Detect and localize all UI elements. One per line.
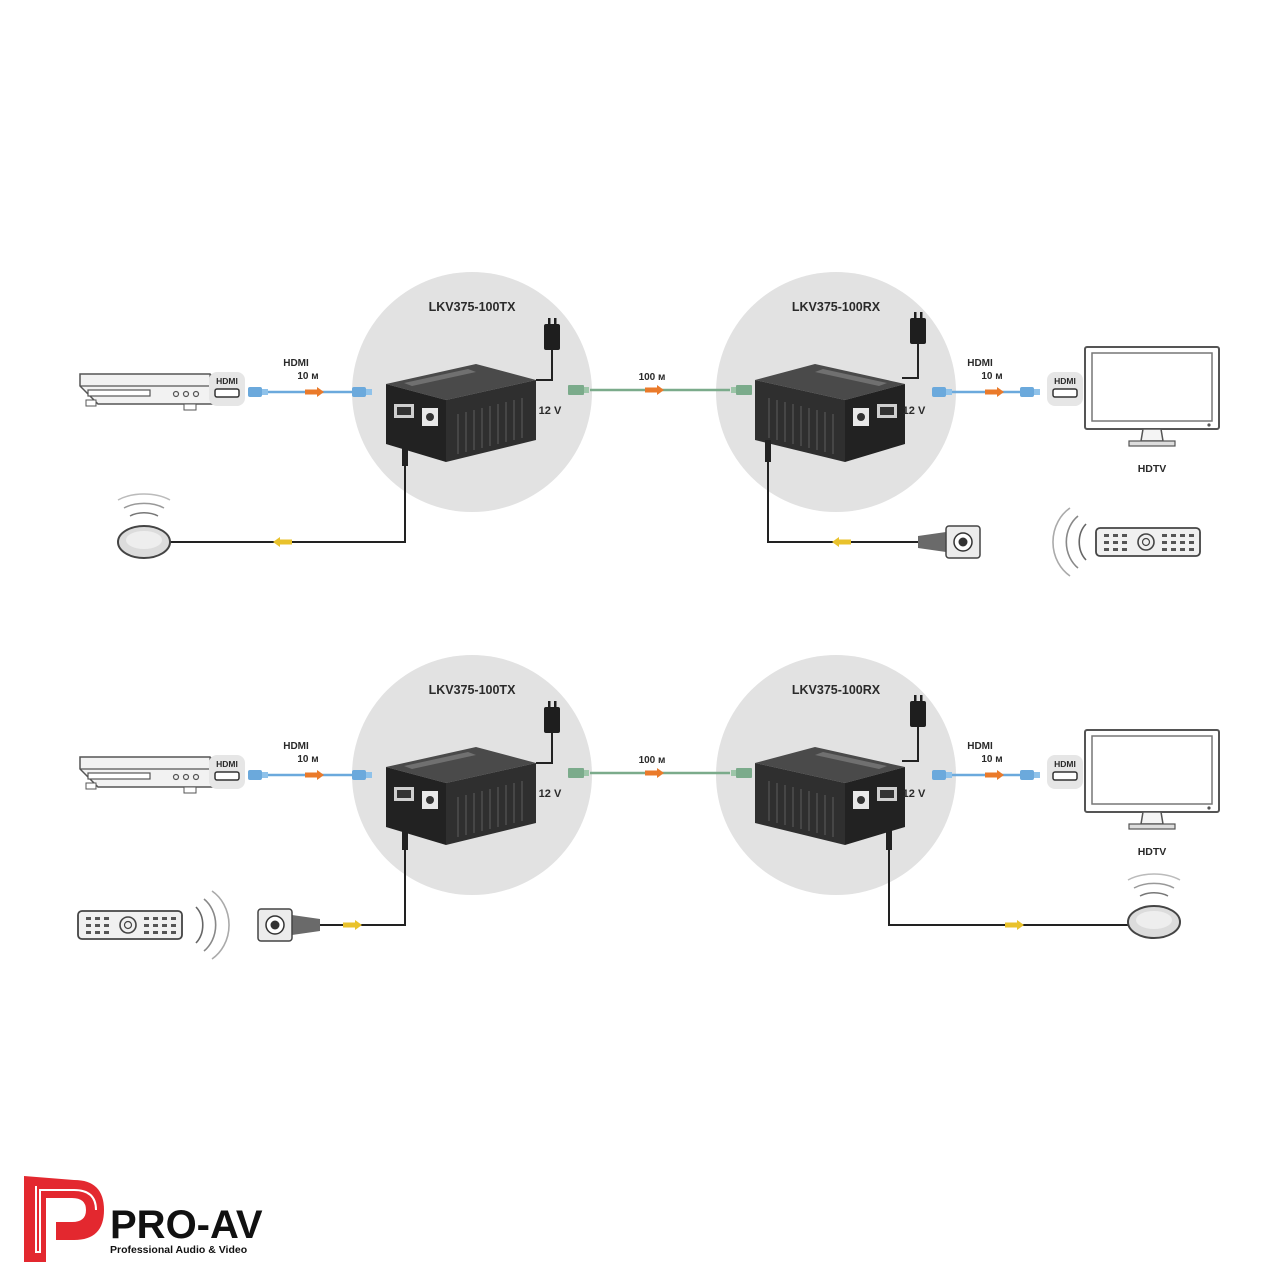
remote-control-icon xyxy=(77,910,183,940)
cat-cable xyxy=(568,768,752,778)
source-device-icon xyxy=(79,373,229,411)
signal-arrow xyxy=(305,770,324,780)
signal-arrow xyxy=(985,387,1004,397)
hdmi-cable-right xyxy=(932,770,1040,780)
hdtv-icon xyxy=(1084,346,1220,447)
sink-hdmi-port: HDMI xyxy=(1046,754,1084,790)
hdmi-cable-length: 10 м xyxy=(297,754,318,765)
rx-power-label: 12 V xyxy=(903,788,926,800)
rx-model-label: LKV375-100RX xyxy=(792,683,881,697)
source-port-label: HDMI xyxy=(216,759,238,769)
hdmi-cable-right xyxy=(932,387,1040,397)
row-2: HDMI HDMI 10 м LKV375-100TX 12 V 100 м L… xyxy=(77,655,1220,960)
power-cable xyxy=(902,344,919,379)
source-port-label: HDMI xyxy=(216,376,238,386)
tx-power-label: 12 V xyxy=(539,788,562,800)
sink-port-label: HDMI xyxy=(1054,759,1076,769)
link-length-label: 100 м xyxy=(639,755,666,766)
brand-name: PRO-AV xyxy=(110,1203,263,1247)
ir-signal-arrow xyxy=(832,537,851,547)
source-device-icon xyxy=(79,756,229,794)
tx-model-label: LKV375-100TX xyxy=(429,683,517,697)
brand-logo-mark xyxy=(24,1176,104,1262)
ir-signal-arrow xyxy=(343,920,362,930)
brand-tagline: Professional Audio & Video xyxy=(110,1244,247,1256)
signal-arrow xyxy=(305,387,324,397)
tx-model-label: LKV375-100TX xyxy=(429,300,517,314)
ir-cable-rx xyxy=(888,830,1130,926)
row-1: HDMI HDMI 10 м LKV375-100TX 12 V 100 м L… xyxy=(79,272,1220,577)
cat-cable xyxy=(568,385,752,395)
ir-cable-tx xyxy=(170,450,406,543)
tx-power-label: 12 V xyxy=(539,405,562,417)
brand-logo: PRO-AV Professional Audio & Video xyxy=(24,1176,263,1262)
ir-waves-icon xyxy=(1052,507,1087,577)
ir-signal-arrow xyxy=(273,537,292,547)
source-hdmi-port: HDMI xyxy=(208,371,246,407)
ir-emitter-icon xyxy=(257,908,321,942)
hdtv-label: HDTV xyxy=(1138,846,1167,858)
ir-waves-icon xyxy=(195,890,230,960)
hdmi-cable-label: HDMI xyxy=(967,741,993,752)
rx-power-label: 12 V xyxy=(903,405,926,417)
remote-control-icon xyxy=(1095,527,1201,557)
ir-cable-rx xyxy=(767,440,918,543)
sink-hdmi-port: HDMI xyxy=(1046,371,1084,407)
signal-arrow xyxy=(985,770,1004,780)
hdtv-icon xyxy=(1084,729,1220,830)
ir-receiver-icon xyxy=(117,493,171,559)
hdmi-cable-length: 10 м xyxy=(981,754,1002,765)
signal-arrow xyxy=(645,768,664,778)
hdmi-cable-left xyxy=(248,770,372,780)
hdmi-cable-length: 10 м xyxy=(297,371,318,382)
hdmi-cable-label: HDMI xyxy=(283,741,309,752)
hdmi-cable-label: HDMI xyxy=(967,358,993,369)
hdmi-cable-label: HDMI xyxy=(283,358,309,369)
hdmi-cable-left xyxy=(248,387,372,397)
power-cable xyxy=(536,350,553,381)
link-length-label: 100 м xyxy=(639,372,666,383)
ir-receiver-icon xyxy=(1127,873,1181,939)
ir-emitter-icon xyxy=(917,525,981,559)
sink-port-label: HDMI xyxy=(1054,376,1076,386)
hdmi-cable-length: 10 м xyxy=(981,371,1002,382)
power-cable xyxy=(902,727,919,762)
signal-arrow xyxy=(645,385,664,395)
ir-signal-arrow xyxy=(1005,920,1024,930)
hdtv-label: HDTV xyxy=(1138,463,1167,475)
rx-model-label: LKV375-100RX xyxy=(792,300,881,314)
source-hdmi-port: HDMI xyxy=(208,754,246,790)
power-cable xyxy=(536,733,553,764)
